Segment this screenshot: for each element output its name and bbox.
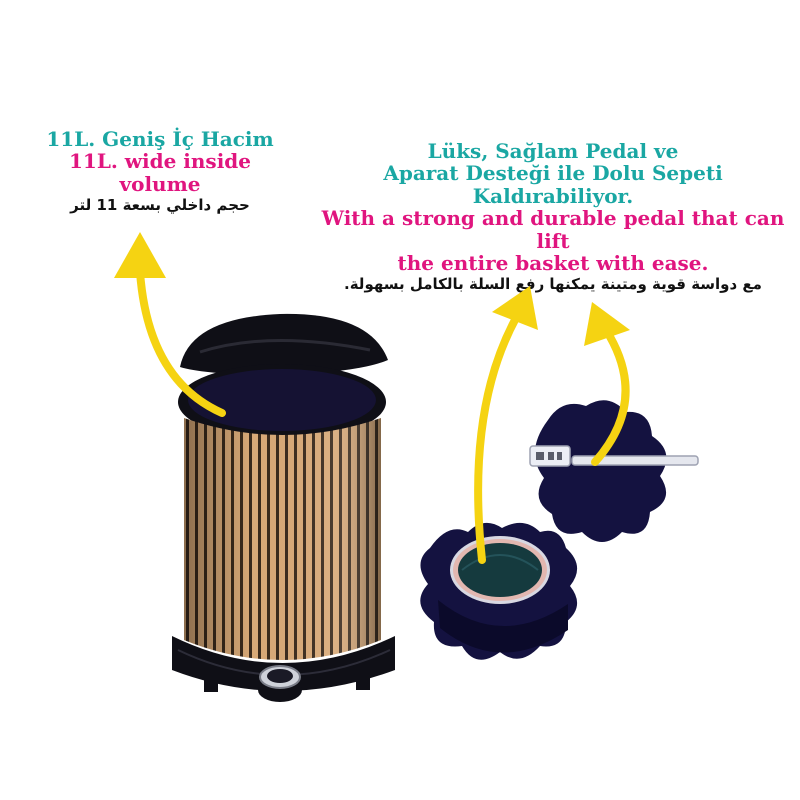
volume-caption-turkish: 11L. Geniş İç Hacim <box>46 127 274 151</box>
pedal-caption-turkish-line1: Lüks, Sağlam Pedal ve <box>427 139 679 163</box>
bin-lid <box>180 313 388 375</box>
pedal-closeup <box>420 522 578 660</box>
volume-caption: 11L. Geniş İç Hacim 11L. wide inside vol… <box>40 128 280 214</box>
support-rod <box>571 455 699 466</box>
support-knob <box>534 400 667 542</box>
volume-caption-arabic: حجم داخلي بسعة 11 لتر <box>70 196 250 215</box>
curved-arrow-icon <box>114 232 226 417</box>
pedal-caption-english-line1: With a strong and durable pedal that can… <box>321 206 785 253</box>
pedal-caption-turkish-line2: Aparat Desteği ile Dolu Sepeti Kaldırabi… <box>383 161 723 208</box>
pedal-caption-arabic: مع دواسة قوية ومتينة يمكنها رفع السلة با… <box>344 275 762 294</box>
volume-caption-english: 11L. wide inside volume <box>68 149 251 196</box>
bin-base <box>172 636 395 691</box>
pedal-bin <box>172 313 395 702</box>
curved-arrow-icon <box>474 286 538 564</box>
pedal-caption: Lüks, Sağlam Pedal ve Aparat Desteği ile… <box>318 140 788 293</box>
pedal-caption-english-line2: the entire basket with ease. <box>397 250 709 275</box>
curved-arrow-icon <box>584 302 630 466</box>
pedal-pad <box>458 543 542 597</box>
support-mechanism-closeup <box>529 400 699 542</box>
